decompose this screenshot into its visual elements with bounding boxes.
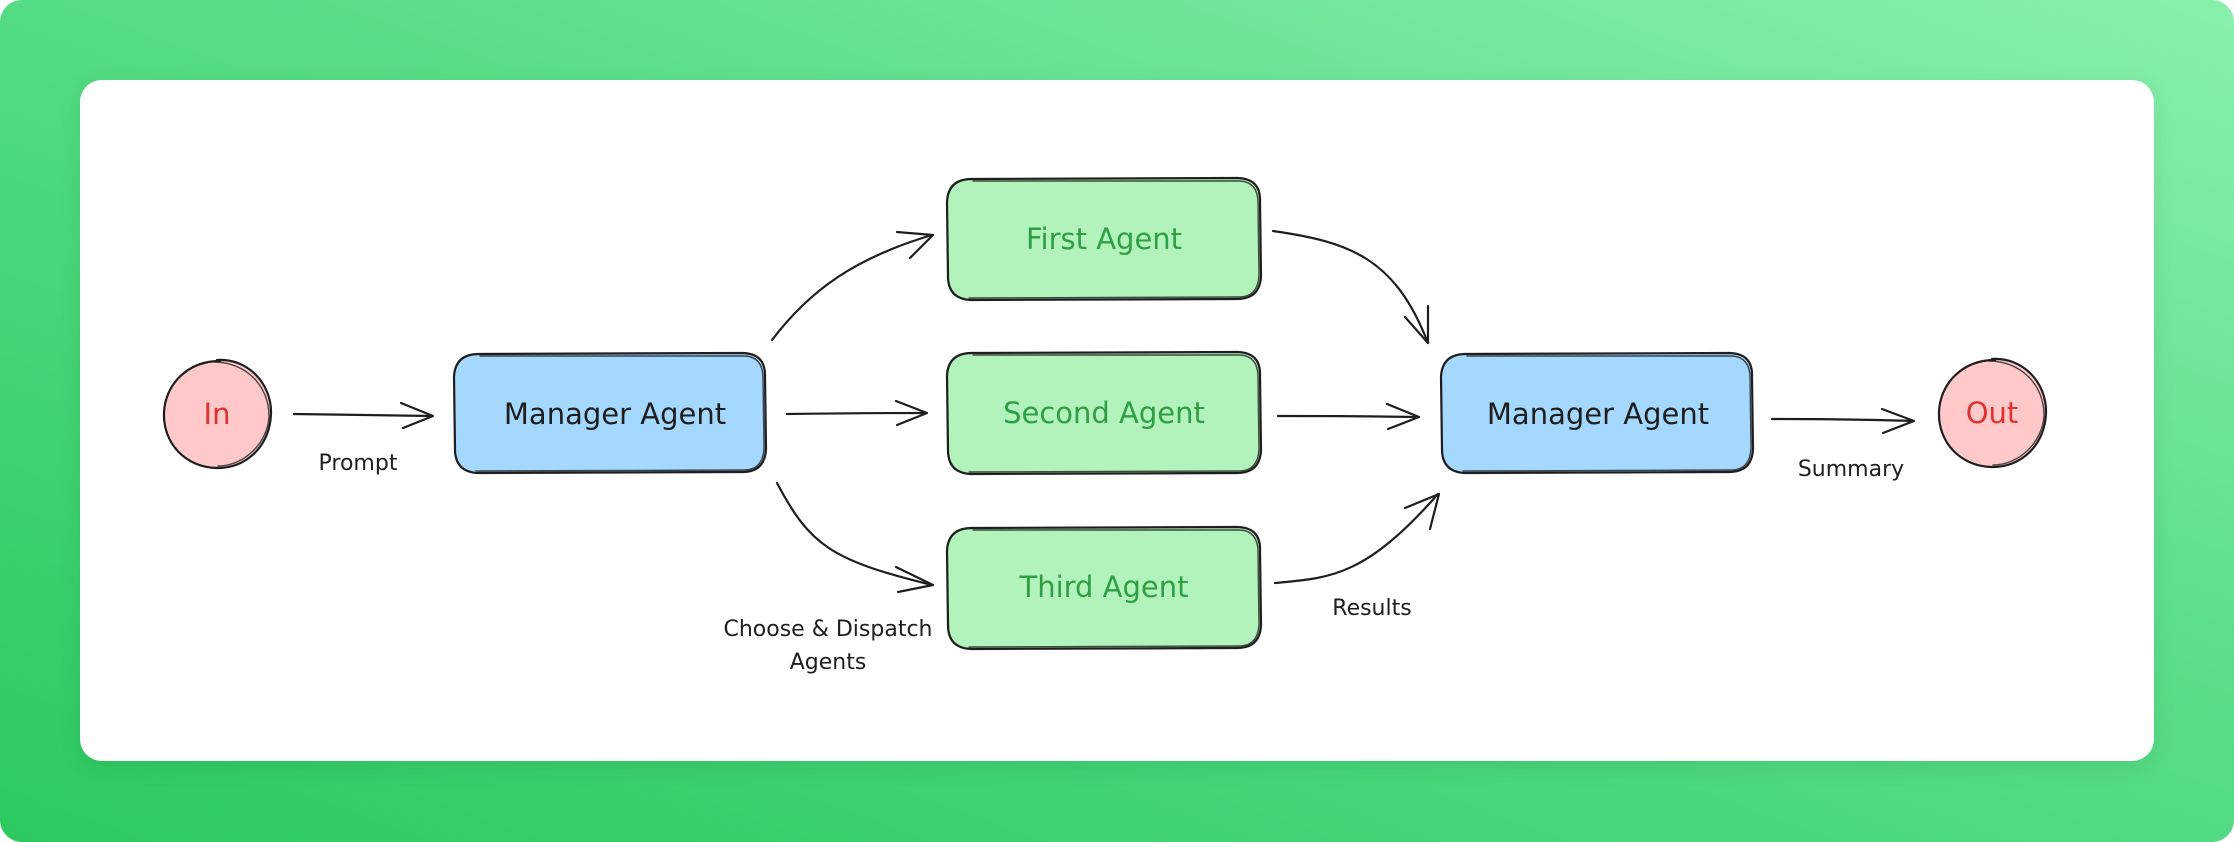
node-manager-agent-left: Manager Agent (452, 351, 768, 475)
node-first-agent: First Agent (945, 176, 1263, 302)
node-third-agent-label: Third Agent (1018, 570, 1188, 604)
arrow-second-to-manager (1276, 402, 1421, 431)
node-second-agent: Second Agent (945, 350, 1263, 476)
arrow-third-to-manager (1273, 492, 1441, 585)
node-first-agent-label: First Agent (1026, 222, 1182, 256)
node-out-label: Out (1966, 396, 2019, 430)
node-in: In (162, 358, 273, 470)
edge-label-dispatch-line1: Choose & Dispatch (724, 617, 933, 642)
edge-label-prompt: Prompt (319, 451, 398, 476)
arrow-manager-to-out (1770, 407, 1916, 435)
node-out: Out (1937, 357, 2048, 469)
arrow-first-to-manager (1271, 229, 1430, 345)
node-manager-agent-right: Manager Agent (1439, 351, 1755, 475)
edge-label-summary: Summary (1798, 457, 1904, 482)
node-in-label: In (204, 397, 231, 431)
node-third-agent: Third Agent (945, 525, 1263, 651)
node-second-agent-label: Second Agent (1003, 396, 1205, 430)
arrow-manager-to-first (770, 230, 935, 342)
arrow-manager-to-third (775, 481, 935, 594)
arrow-manager-to-second (785, 399, 929, 427)
arrow-in-to-manager (292, 401, 435, 430)
edge-label-results: Results (1332, 596, 1411, 621)
node-manager-agent-right-label: Manager Agent (1487, 397, 1709, 431)
edge-label-dispatch-line2: Agents (790, 650, 867, 675)
node-manager-agent-left-label: Manager Agent (504, 397, 726, 431)
